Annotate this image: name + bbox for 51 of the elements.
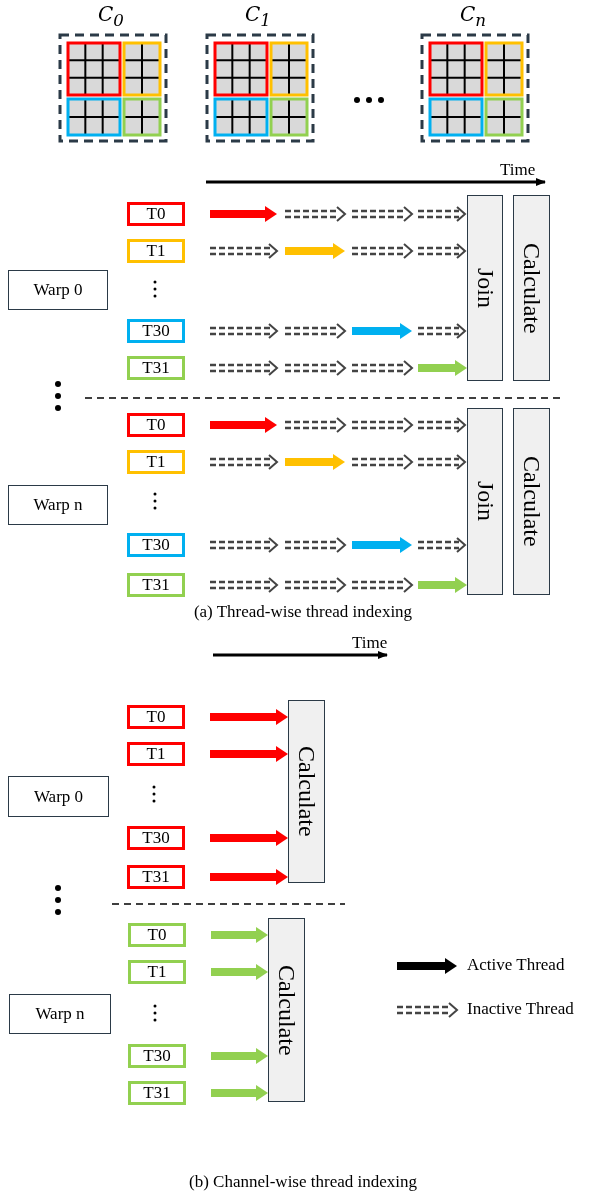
- active-thread-arrow: [211, 927, 268, 943]
- thread-box: T0: [127, 202, 185, 226]
- thread-box: T31: [127, 356, 185, 380]
- active-thread-arrow: [210, 709, 288, 725]
- active-thread-arrow: [211, 1085, 268, 1101]
- legend-text: Active Thread: [467, 955, 565, 975]
- channel-label: C$_{0}$: [98, 2, 124, 30]
- thread-box: T1: [128, 960, 186, 984]
- channel-label: C$_{1}$: [245, 2, 271, 30]
- thread-box: T1: [127, 742, 185, 766]
- thread-box: T0: [127, 413, 185, 437]
- caption: (b) Channel-wise thread indexing: [188, 1172, 418, 1192]
- warp-box: Warp n: [8, 485, 108, 525]
- join-box: Join: [467, 408, 503, 595]
- calculate-box: Calculate: [513, 195, 550, 381]
- thread-box: T30: [128, 1044, 186, 1068]
- inactive-thread-arrow: [418, 537, 467, 553]
- calculate-box: Calculate: [513, 408, 550, 595]
- thread-box: T31: [128, 1081, 186, 1105]
- warp-box: Warp 0: [8, 270, 108, 310]
- inactive-thread-arrow: [418, 417, 467, 433]
- thread-box: T0: [127, 705, 185, 729]
- active-thread-arrow: [210, 869, 288, 885]
- time-label: Time: [352, 633, 388, 653]
- calculate-box: Calculate: [268, 918, 305, 1102]
- thread-box: T30: [127, 533, 185, 557]
- time-label: Time: [500, 160, 536, 180]
- calculate-box: Calculate: [288, 700, 325, 883]
- active-thread-arrow: [418, 577, 467, 593]
- inactive-thread-arrow: [418, 323, 467, 339]
- active-thread-arrow: [211, 964, 268, 980]
- active-thread-arrow: [210, 830, 288, 846]
- thread-box: T1: [127, 239, 185, 263]
- thread-box: T31: [127, 865, 185, 889]
- legend-text: Inactive Thread: [467, 999, 574, 1019]
- thread-box: T0: [128, 923, 186, 947]
- inactive-thread-arrow: [418, 454, 467, 470]
- caption: (a) Thread-wise thread indexing: [192, 602, 414, 622]
- thread-box: T1: [127, 450, 185, 474]
- warp-box: Warp n: [9, 994, 111, 1034]
- thread-box: T31: [127, 573, 185, 597]
- join-box: Join: [467, 195, 503, 381]
- thread-box: T30: [127, 319, 185, 343]
- inactive-thread-arrow: [418, 243, 467, 259]
- active-thread-arrow: [418, 360, 467, 376]
- active-thread-arrow: [210, 746, 288, 762]
- thread-box: T30: [127, 826, 185, 850]
- warp-box: Warp 0: [8, 776, 109, 817]
- inactive-thread-arrow: [418, 206, 467, 222]
- active-thread-arrow: [211, 1048, 268, 1064]
- channel-label: C$_{n}$: [460, 2, 487, 30]
